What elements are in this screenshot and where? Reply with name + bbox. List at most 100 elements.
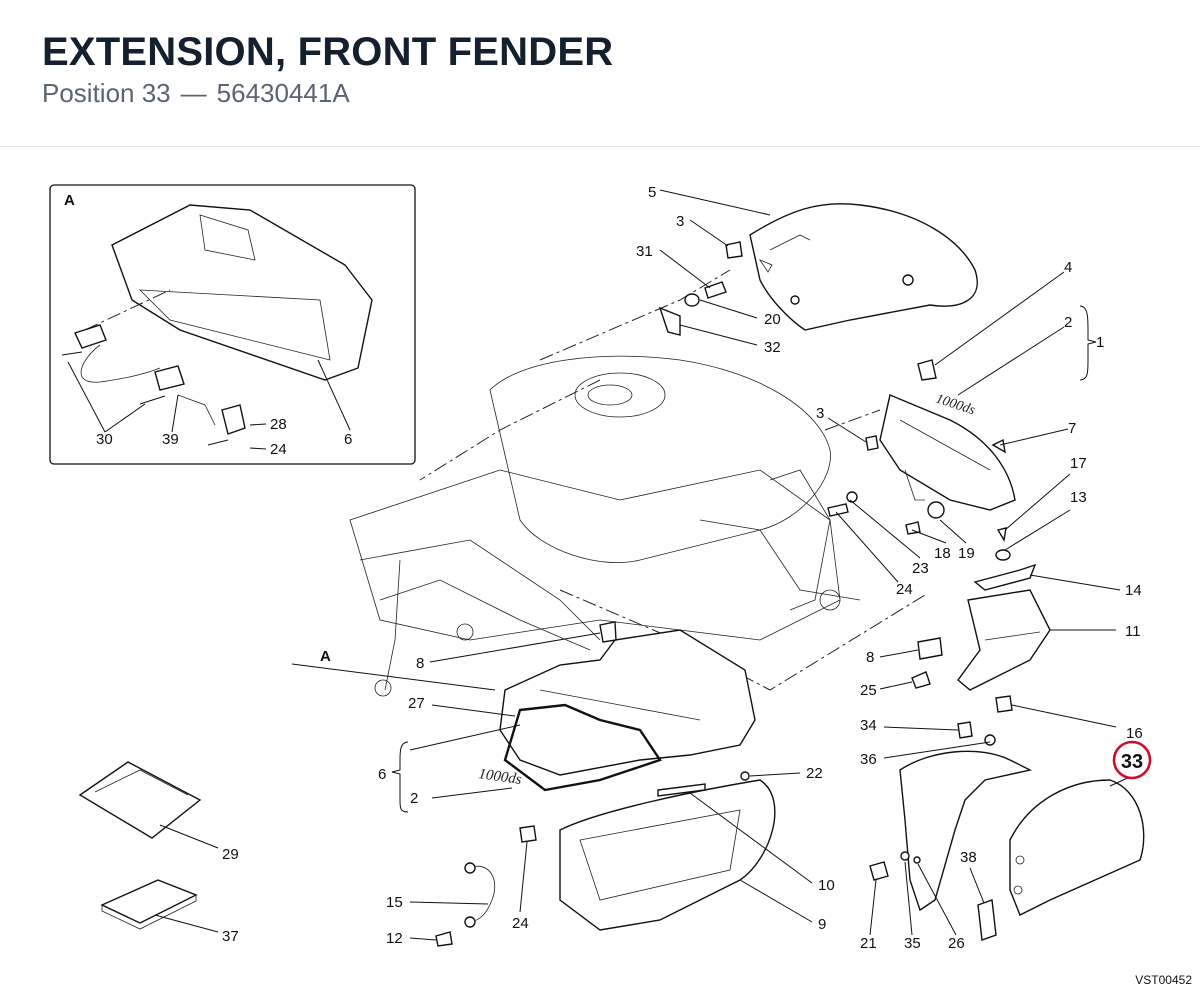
inset-clip bbox=[221, 404, 246, 435]
callout-25: 25 bbox=[860, 682, 877, 699]
callout-37: 37 bbox=[222, 928, 239, 945]
part-5-cover bbox=[749, 203, 978, 331]
part-25-screw bbox=[911, 671, 931, 689]
part-22-washer bbox=[740, 771, 750, 781]
inset-a: A 30 39 28 24 6 bbox=[49, 184, 416, 465]
callout-22: 22 bbox=[806, 765, 823, 782]
part-12-screw bbox=[435, 931, 453, 947]
callout-26: 26 bbox=[948, 935, 965, 952]
callout-7: 7 bbox=[1068, 420, 1076, 437]
part-33-extension bbox=[1009, 779, 1145, 916]
part-1-fairing bbox=[879, 394, 1016, 511]
part-20-washer bbox=[684, 293, 700, 307]
part-26-washer bbox=[913, 856, 921, 864]
inset-label: A bbox=[64, 192, 75, 209]
callout-2b: 2 bbox=[410, 790, 418, 807]
page-header: EXTENSION, FRONT FENDER Position 33—5643… bbox=[0, 0, 1200, 147]
part-37-manual bbox=[100, 879, 198, 924]
frame-and-tank bbox=[349, 269, 926, 697]
callout-39: 39 bbox=[162, 431, 179, 448]
part-10-pin bbox=[657, 783, 706, 797]
documents: 29 37 bbox=[78, 761, 239, 945]
part-8-clip-b bbox=[917, 637, 943, 660]
callout-30: 30 bbox=[96, 431, 113, 448]
callout-6b: 6 bbox=[378, 766, 386, 783]
callout-9: 9 bbox=[818, 916, 826, 933]
part-13-grommet bbox=[995, 549, 1011, 561]
callout-16: 16 bbox=[1126, 725, 1143, 742]
callout-11: 11 bbox=[1125, 623, 1141, 640]
part-31-screw bbox=[704, 281, 727, 299]
callout-4: 4 bbox=[1064, 259, 1072, 276]
part-38-pad bbox=[977, 899, 997, 941]
callout-29: 29 bbox=[222, 846, 239, 863]
callout-27: 27 bbox=[408, 695, 425, 712]
callout-24c: 24 bbox=[512, 915, 529, 932]
callout-1: 1 bbox=[1096, 334, 1104, 351]
callout-36: 36 bbox=[860, 751, 877, 768]
part-14-bracket bbox=[973, 563, 1037, 591]
part-9-mat bbox=[559, 779, 776, 931]
part-34-screw bbox=[957, 721, 973, 739]
callout-10: 10 bbox=[818, 877, 835, 894]
part-4-bracket bbox=[917, 359, 937, 381]
part-3-grommet bbox=[725, 241, 743, 259]
callout-34: 34 bbox=[860, 717, 877, 734]
part-17-screw bbox=[996, 527, 1007, 542]
gasket-marking-top: 1000ds bbox=[934, 392, 978, 419]
tray-assembly: 1000ds A 8 27 6 2 24 10 9 22 bbox=[291, 621, 835, 933]
top-cover: 5 3 31 20 32 bbox=[636, 184, 978, 356]
part-11-cowl bbox=[957, 589, 1051, 691]
highlight-label: 33 bbox=[1121, 751, 1143, 773]
fairing-assembly: 1000ds 4 2 1 7 3 17 18 19 23 24 bbox=[816, 259, 1104, 598]
page-title: EXTENSION, FRONT FENDER bbox=[42, 30, 614, 74]
callout-15: 15 bbox=[386, 894, 403, 911]
arrow-label-a: A bbox=[320, 648, 331, 665]
callout-3b: 3 bbox=[816, 405, 824, 422]
callout-23: 23 bbox=[912, 560, 929, 577]
callout-18: 18 bbox=[934, 545, 951, 562]
callout-3: 3 bbox=[676, 213, 684, 230]
part-3-grommet-b bbox=[865, 435, 879, 451]
callout-38: 38 bbox=[960, 849, 977, 866]
part-24-screw-c bbox=[519, 825, 537, 843]
part-18-screw bbox=[905, 521, 921, 535]
separator: — bbox=[180, 78, 207, 108]
part-6-tray bbox=[499, 629, 756, 776]
gasket-marking-bottom: 1000ds bbox=[477, 766, 522, 788]
part-16-nut bbox=[995, 695, 1013, 713]
drawing-code: VST00452 bbox=[1135, 973, 1192, 987]
callout-19: 19 bbox=[958, 545, 975, 562]
callout-20: 20 bbox=[764, 311, 781, 328]
callout-24b: 24 bbox=[896, 581, 913, 598]
part-fender bbox=[899, 750, 1033, 912]
highlight-33: 33 bbox=[1112, 740, 1152, 780]
callout-12: 12 bbox=[386, 930, 403, 947]
cable-assembly: 15 12 bbox=[386, 862, 496, 947]
highlight-ring bbox=[1112, 740, 1152, 780]
callout-2: 2 bbox=[1064, 314, 1072, 331]
part-21-screw bbox=[869, 861, 889, 881]
callout-6: 6 bbox=[344, 431, 352, 448]
part-19-knob bbox=[927, 501, 945, 519]
callout-5: 5 bbox=[648, 184, 656, 201]
part-29-pouch bbox=[78, 761, 202, 839]
callout-13: 13 bbox=[1070, 489, 1087, 506]
part-32-clip bbox=[658, 306, 681, 336]
part-number: 56430441A bbox=[216, 78, 350, 108]
lower-cowl: 13 14 11 16 8 25 bbox=[860, 489, 1143, 742]
fuel-tank bbox=[489, 355, 831, 563]
part-8-clip bbox=[599, 621, 617, 643]
part-2-gasket bbox=[503, 703, 662, 792]
callout-28: 28 bbox=[270, 416, 287, 433]
callout-32: 32 bbox=[764, 339, 781, 356]
callout-31: 31 bbox=[636, 243, 653, 260]
front-fender: 34 36 21 35 26 38 33 bbox=[860, 717, 1152, 952]
page-subtitle: Position 33—56430441A bbox=[42, 78, 350, 109]
callout-21: 21 bbox=[860, 935, 877, 952]
callout-8b: 8 bbox=[866, 649, 874, 666]
part-36-washer bbox=[984, 734, 996, 746]
callout-24: 24 bbox=[270, 441, 287, 458]
part-7-screw bbox=[991, 438, 1006, 454]
